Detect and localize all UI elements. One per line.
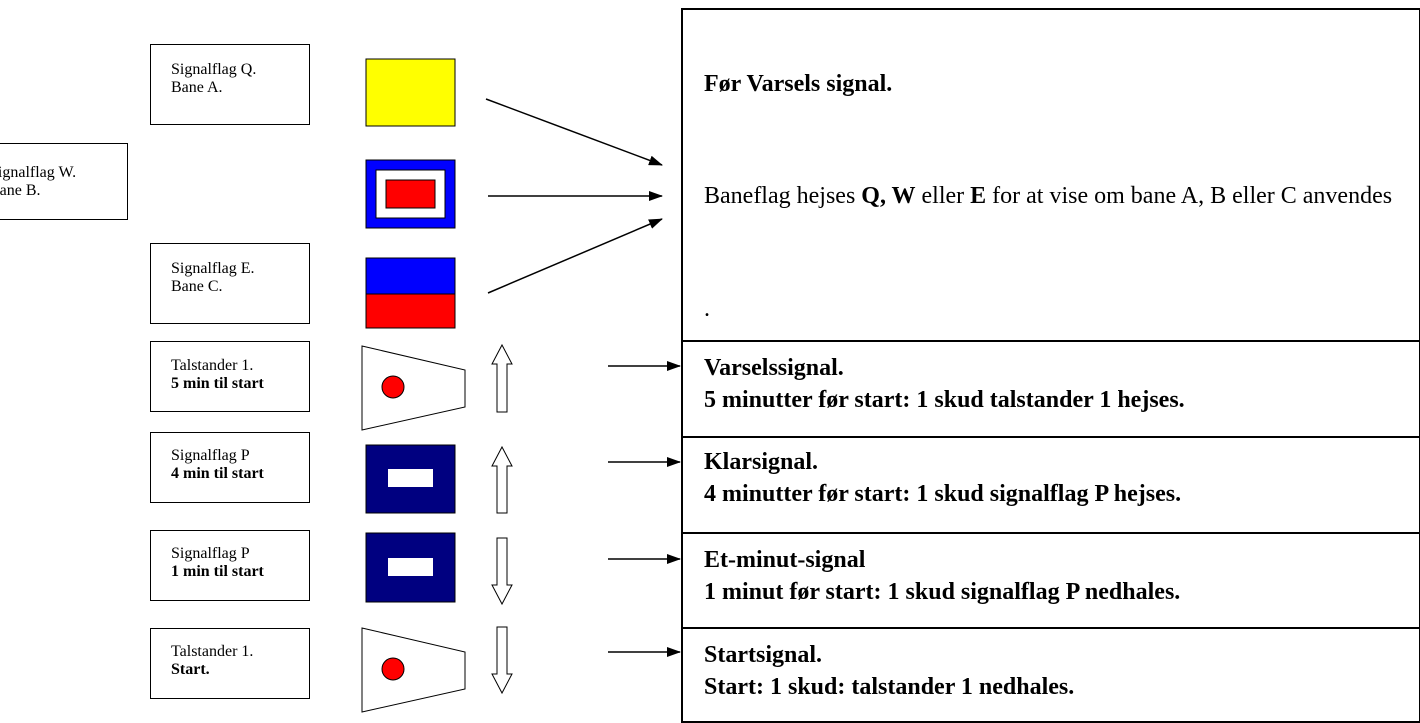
label-line1: Signalflag P: [171, 447, 250, 464]
label-line2: 5 min til start: [171, 375, 264, 392]
text-segment: for at vise om bane A, B eller C anvende…: [986, 183, 1393, 209]
arrow-down-icon: [491, 537, 513, 606]
arrow-up-icon: [491, 445, 513, 514]
label-signalflag-q: Signalflag Q. Bane A.: [150, 44, 310, 125]
label-talstander-start: Talstander 1. Start.: [150, 628, 310, 699]
flag-p-icon: [365, 532, 456, 603]
label-line1: Signalflag P: [171, 545, 250, 562]
pre-warning-title: Før Varsels signal.: [704, 71, 893, 97]
label-talstander-5min: Talstander 1. 5 min til start: [150, 341, 310, 412]
text-segment: Baneflag hejses: [704, 183, 862, 209]
signal-box-start: Startsignal. Start: 1 skud: talstander 1…: [681, 627, 1420, 723]
signal-heading: Startsignal.: [704, 642, 823, 668]
signal-box-et-minut: Et-minut-signal 1 minut før start: 1 sku…: [681, 532, 1420, 629]
talstander-1-pennant-icon: [361, 345, 466, 431]
label-line1: Signalflag E.: [171, 260, 255, 277]
text-segment-bold: E: [970, 183, 987, 209]
label-line2: Bane C.: [171, 278, 223, 295]
signal-box-klar: Klarsignal. 4 minutter før start: 1 skud…: [681, 436, 1420, 534]
flag-w-icon: [365, 159, 456, 229]
label-line1: Talstander 1.: [171, 643, 254, 660]
talstander-1-pennant-icon: [361, 627, 466, 713]
flag-e-icon: [365, 257, 456, 329]
signal-box-varsel: Varselssignal. 5 minutter før start: 1 s…: [681, 340, 1420, 438]
label-line2: Bane A.: [171, 79, 223, 96]
label-line1: Talstander 1.: [171, 357, 254, 374]
label-line1: Signalflag Q.: [171, 61, 257, 78]
label-line2: Bane B.: [0, 182, 41, 199]
pre-warning-text: Baneflag hejses Q, W eller E for at vise…: [704, 178, 1394, 214]
label-line2: 4 min til start: [171, 465, 264, 482]
text-segment-bold: Q, W: [861, 183, 916, 209]
flag-q-icon: [365, 58, 456, 127]
label-line1: Signalflag W.: [0, 164, 77, 181]
signal-description: 1 minut før start: 1 skud signalflag P n…: [704, 579, 1181, 605]
label-signalflag-p-1min: Signalflag P 1 min til start: [150, 530, 310, 601]
connector-arrow: [485, 98, 663, 166]
signal-description: 4 minutter før start: 1 skud signalflag …: [704, 481, 1182, 507]
arrow-up-icon: [491, 343, 513, 413]
signal-heading: Varselssignal.: [704, 355, 844, 381]
text-segment: eller: [915, 183, 971, 209]
label-signalflag-e: Signalflag E. Bane C.: [150, 243, 310, 324]
label-line2: 1 min til start: [171, 563, 264, 580]
pre-warning-dot: .: [704, 296, 710, 322]
pre-warning-box: Før Varsels signal. Baneflag hejses Q, W…: [681, 8, 1420, 341]
signal-heading: Klarsignal.: [704, 449, 819, 475]
connector-arrow: [487, 218, 663, 294]
arrow-down-icon: [491, 626, 513, 695]
label-line2: Start.: [171, 661, 210, 678]
signal-description: Start: 1 skud: talstander 1 nedhales.: [704, 674, 1075, 700]
signal-heading: Et-minut-signal: [704, 547, 866, 573]
label-signalflag-p-4min: Signalflag P 4 min til start: [150, 432, 310, 503]
label-signalflag-w: Signalflag W. Bane B.: [0, 143, 128, 220]
signal-description: 5 minutter før start: 1 skud talstander …: [704, 387, 1185, 413]
flag-p-icon: [365, 444, 456, 514]
